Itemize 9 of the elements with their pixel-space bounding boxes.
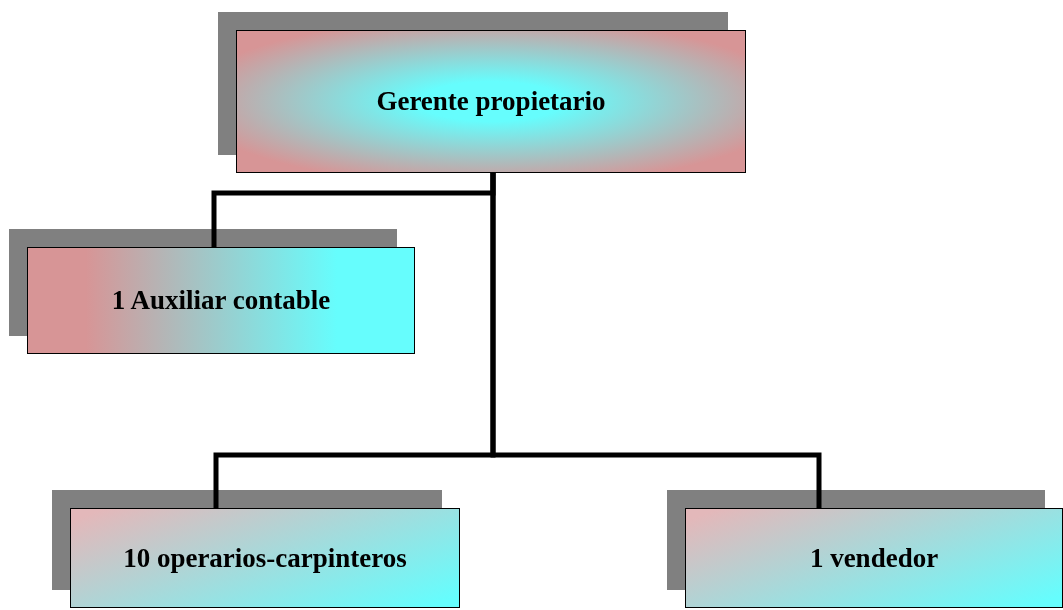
role-label: 1 Auxiliar contable [111,285,331,316]
org-box [685,508,1063,608]
role-label: 1 vendedor [809,542,939,574]
org-box [27,247,415,354]
org-box [70,508,460,608]
role-label: 10 operarios-carpinteros [123,542,407,574]
role-label: Gerente propietario [376,86,606,117]
connector-line [490,173,822,508]
org-box [236,30,746,173]
